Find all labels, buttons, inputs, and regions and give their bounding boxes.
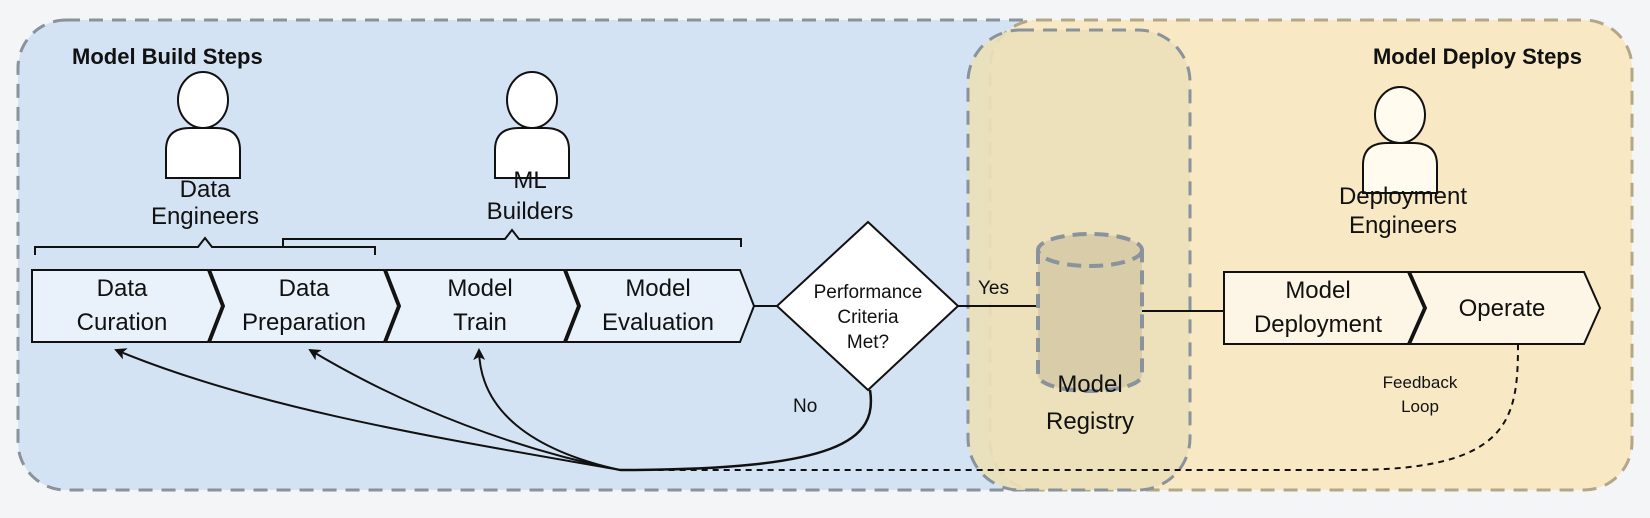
step-model-deployment (1223, 271, 1426, 345)
step-model-evaluation (564, 269, 756, 343)
step-data-preparation (208, 269, 400, 343)
step-data-curation-line2: Curation (77, 309, 168, 336)
ml-builders-label-line1: ML (513, 167, 546, 194)
return-arrow-data-curation (114, 348, 621, 471)
decision-line1: Performance (814, 282, 923, 303)
feedback-loop-connector (620, 343, 1519, 471)
build-region (16, 18, 1070, 492)
step-operate (1408, 271, 1602, 345)
data-engineers-label-line1: Data (180, 176, 231, 203)
deployment-engineers-label-line2: Engineers (1349, 212, 1457, 239)
step-model-train-line2: Train (453, 309, 507, 336)
data-engineers-brace (34, 236, 376, 255)
step-data-curation (31, 269, 224, 343)
step-data-preparation-line2: Preparation (242, 309, 366, 336)
decision-line2: Criteria (837, 307, 899, 328)
data-engineers-label-line2: Engineers (151, 203, 259, 230)
deployment-engineers-label-line1: Deployment (1339, 183, 1467, 210)
no-path-trunk (619, 389, 873, 472)
step-model-deployment-line1: Model (1285, 277, 1350, 304)
step-model-train-line1: Model (447, 275, 512, 302)
ml-builders-label-line2: Builders (487, 198, 574, 225)
step-model-train (384, 269, 580, 343)
return-arrow-model-train (473, 348, 621, 471)
step-model-deployment-line2: Deployment (1254, 311, 1382, 338)
feedback-label-line2: Loop (1401, 397, 1439, 416)
ml-builder-person-icon (494, 71, 570, 179)
deploy-region-title: Model Deploy Steps (1373, 44, 1582, 69)
step-model-evaluation-line2: Evaluation (602, 309, 714, 336)
step-data-preparation-line1: Data (279, 275, 330, 302)
decision-line3: Met? (847, 332, 889, 353)
ml-builders-brace (282, 228, 742, 247)
model-registry-database-icon (1036, 232, 1144, 393)
decision-diamond (775, 220, 960, 392)
step-data-curation-line1: Data (97, 275, 148, 302)
return-arrow-data-preparation (308, 348, 621, 471)
no-label: No (793, 396, 817, 417)
step-operate-line1: Operate (1459, 295, 1546, 322)
registry-line2: Registry (1046, 408, 1134, 435)
build-region-title: Model Build Steps (72, 44, 263, 69)
deployment-engineer-person-icon (1362, 86, 1438, 194)
registry-line1: Model (1057, 371, 1122, 398)
data-engineer-person-icon (165, 71, 241, 179)
yes-label: Yes (978, 278, 1009, 299)
feedback-label-line1: Feedback (1383, 373, 1458, 392)
step-model-evaluation-line1: Model (625, 275, 690, 302)
